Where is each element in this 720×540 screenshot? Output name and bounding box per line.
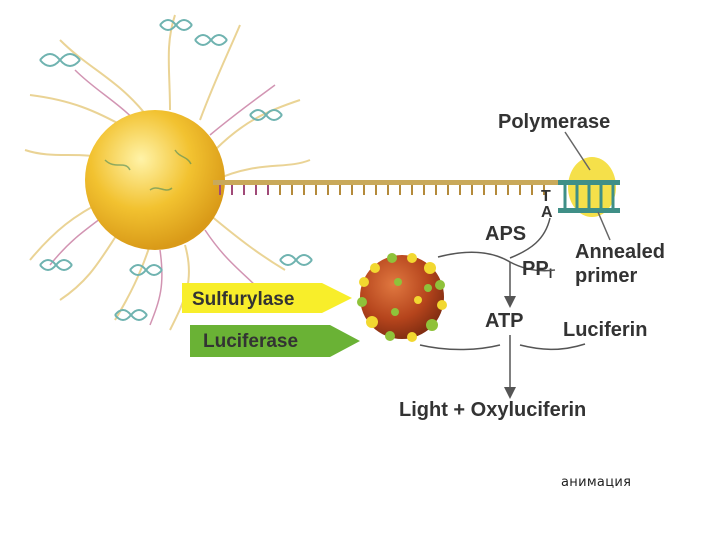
atp-label: ATP	[485, 310, 524, 332]
ppi-subscript: i	[549, 266, 553, 281]
polymerase-enzyme	[568, 157, 616, 217]
base-t-label: T	[541, 188, 551, 205]
reaction-pathway	[419, 217, 586, 399]
annealed-primer-label-1: Annealed	[575, 241, 665, 263]
luciferase-label: Luciferase	[203, 331, 298, 352]
ppi-main: PP	[522, 258, 549, 280]
template-base-ticks	[219, 185, 545, 195]
luciferin-label: Luciferin	[563, 319, 647, 341]
capture-bead	[85, 110, 225, 250]
light-oxyluciferin-label: Light + Oxyluciferin	[399, 399, 586, 421]
annealed-primer-duplex	[558, 180, 620, 213]
base-a-label: A	[541, 204, 553, 221]
polymerase-label: Polymerase	[498, 111, 610, 133]
bead-surface-strands	[104, 149, 192, 191]
dna-helix-icons	[39, 19, 313, 321]
luciferase-arrow	[190, 325, 360, 357]
sulfurylase-arrow	[182, 283, 352, 313]
polymerase-pointer	[564, 131, 591, 171]
aps-label: APS	[485, 223, 526, 245]
enzyme-bead-proteins	[357, 253, 447, 342]
ppi-label: PPi	[522, 258, 552, 281]
enzyme-bead	[360, 255, 444, 339]
template-strand	[213, 180, 615, 185]
annealed-pointer	[597, 211, 611, 241]
annealed-primer-label-2: primer	[575, 265, 637, 287]
sulfurylase-label: Sulfurylase	[192, 289, 294, 310]
animation-link[interactable]: анимация	[561, 475, 632, 490]
